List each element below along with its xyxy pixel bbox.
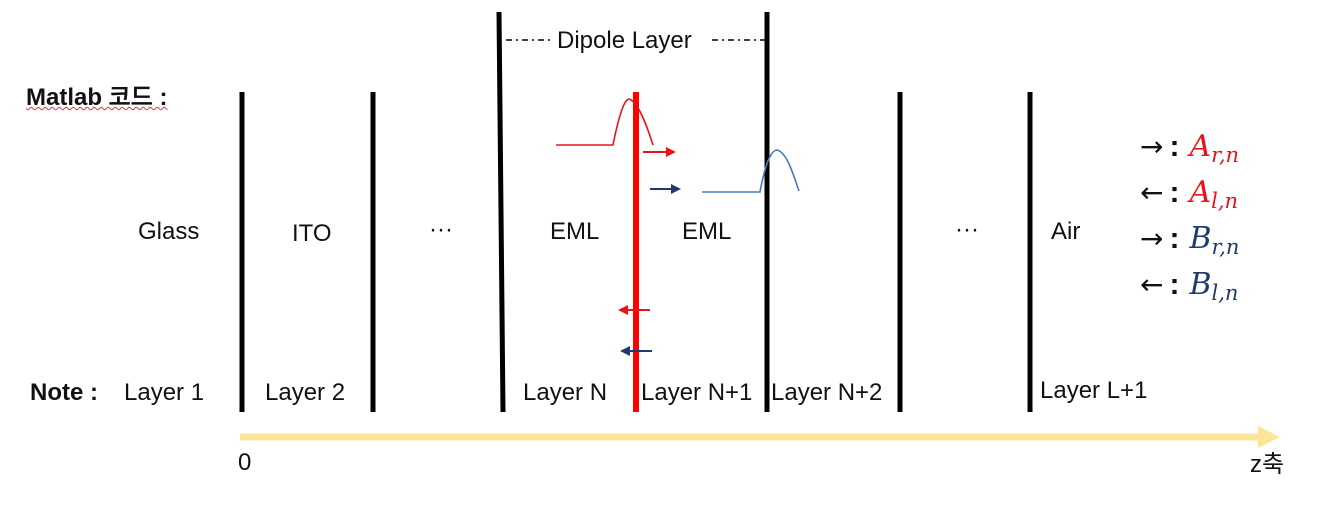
legend-symbol: Ar,n — [1189, 129, 1240, 167]
layer-n-label: Layer N — [523, 379, 608, 406]
arrow-left-navy — [620, 346, 652, 356]
legend-b-right: →:Br,n — [1140, 221, 1240, 259]
red-wave-curve — [556, 98, 654, 146]
axis-z-label: z축 — [1250, 451, 1285, 478]
legend-a-right: →:Ar,n — [1140, 129, 1240, 167]
layer-2-label: Layer 2 — [265, 379, 346, 406]
layer-1-label: Layer 1 — [124, 379, 205, 406]
arrow-right-navy — [650, 184, 681, 194]
layer-l1-label: Layer L+1 — [1040, 377, 1148, 404]
material-glass: Glass — [138, 218, 200, 245]
legend-symbol: Bl,n — [1189, 267, 1239, 305]
material-eml-right: EML — [682, 218, 732, 245]
legend-b-left: ←:Bl,n — [1140, 267, 1239, 305]
legend-arrow: → — [1140, 130, 1164, 163]
legend-symbol: Br,n — [1189, 221, 1240, 259]
note-label: Note : — [30, 379, 98, 406]
material-ellipsis-1: ··· — [429, 216, 453, 243]
dipole-layer-label: Dipole Layer — [557, 27, 692, 54]
legend-arrow: → — [1140, 222, 1164, 255]
arrow-left-red — [618, 305, 650, 315]
axis-origin-label: 0 — [238, 449, 252, 476]
legend-a-left: ←:Al,n — [1140, 175, 1239, 213]
layer-n1-label: Layer N+1 — [641, 379, 753, 406]
layer-n2-label: Layer N+2 — [771, 379, 883, 406]
material-eml-left: EML — [550, 218, 600, 245]
blue-wave-curve — [702, 149, 800, 193]
legend-arrow: ← — [1140, 268, 1164, 301]
legend-symbol: Al,n — [1189, 175, 1239, 213]
title-text: Matlab 코드 : — [26, 84, 168, 111]
boundary-3 — [496, 11, 506, 413]
arrow-right-red — [643, 147, 676, 157]
material-air: Air — [1051, 218, 1081, 245]
z-axis-arrow — [240, 426, 1280, 448]
material-ellipsis-2: ··· — [955, 216, 979, 243]
legend-arrow: ← — [1140, 176, 1164, 209]
material-ito: ITO — [292, 220, 332, 247]
page-title: Matlab 코드 : — [26, 86, 168, 110]
